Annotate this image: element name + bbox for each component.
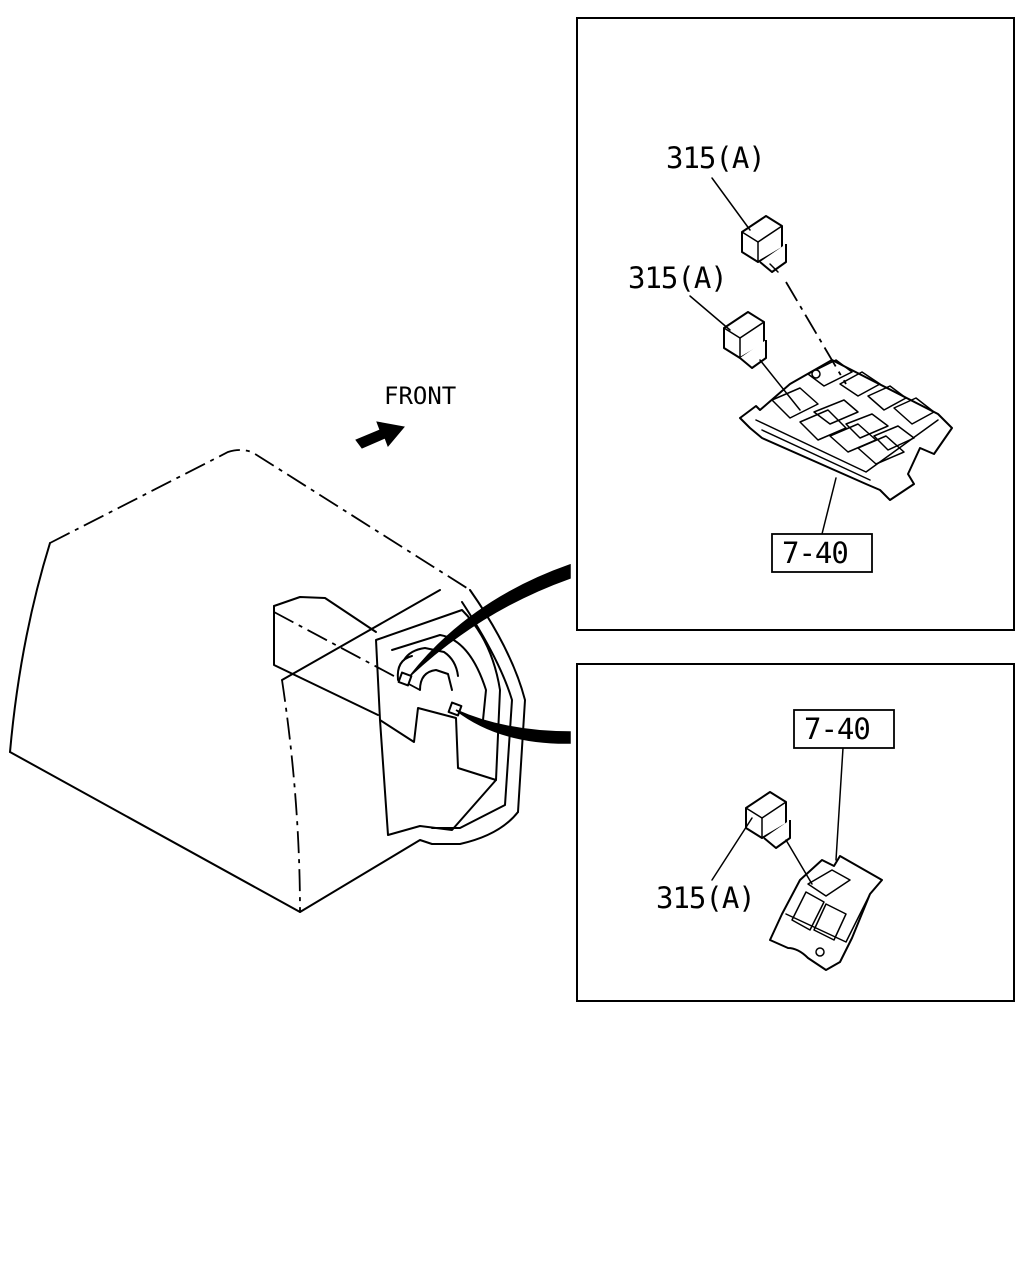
cab-housing [9,449,571,913]
front-indicator: FRONT [355,382,456,449]
relay-bottom-label: 315(A) [656,881,755,915]
detail-top-panel: 315(A) 315(A) 7-40 [576,17,1015,631]
relay-lower [723,311,767,369]
detail-bottom-panel: 7-40 315(A) [576,663,1015,1002]
relay-upper [741,215,787,273]
relay-lower-label: 315(A) [628,261,727,295]
bracket-label-bottom: 7-40 [804,712,870,746]
bracket-label-top: 7-40 [782,536,848,570]
bracket-label-box-top [771,533,873,573]
relay-bracket-bottom [769,855,883,971]
front-arrow-icon [355,421,405,449]
bracket-label-box-bottom [793,709,895,749]
relay-bracket-top [739,359,953,501]
front-label: FRONT [384,382,456,410]
detail-top-frame [576,17,1015,631]
relay-upper-label: 315(A) [666,141,765,175]
